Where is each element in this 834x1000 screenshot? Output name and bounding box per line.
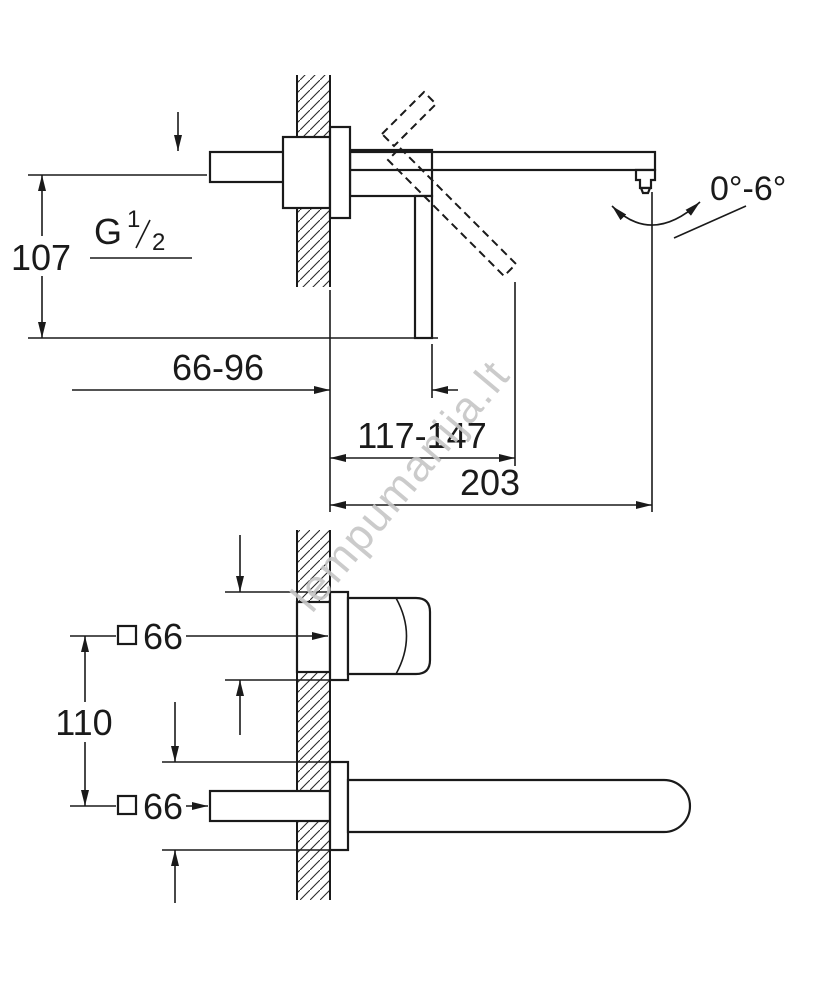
dim-107-label: 107 [11, 237, 71, 278]
angle-leader-line [673, 205, 747, 239]
aerator-nozzle [639, 186, 652, 195]
spout-escutcheon [328, 760, 350, 852]
thread-denominator: 2 [152, 229, 165, 256]
dim-107-mask [10, 236, 72, 276]
wall-plate-side [328, 125, 352, 220]
dim-110-mask [53, 702, 115, 742]
dim-203-label: 203 [460, 462, 520, 503]
spout-side [348, 150, 657, 172]
dim-110-label: 110 [55, 702, 112, 743]
square-symbol-icon [116, 794, 138, 816]
spout-front [346, 778, 692, 834]
dim-117-147-label: 117-147 [357, 415, 486, 456]
thread-numerator: 1 [127, 206, 140, 233]
lever-handle-dashed-up [380, 90, 438, 148]
thread-fraction-slash [135, 219, 151, 249]
concealed-body [281, 135, 332, 210]
thread-size-label: G 1 2 [90, 206, 192, 259]
handle-square-label: 66 [143, 616, 183, 657]
aerator [634, 168, 657, 190]
lever-handle-down [413, 194, 434, 340]
spout-concealed-supply [208, 789, 332, 823]
angle-arc [611, 201, 701, 226]
lever-handle-dashed-forward [386, 146, 518, 278]
dim-66-96-label: 66-96 [172, 347, 264, 388]
thread-prefix: G [94, 211, 122, 252]
front-view: 110 66 66 [53, 530, 692, 903]
square-symbol-icon [116, 624, 138, 646]
handle-knob [346, 596, 432, 676]
spout-square-label: 66 [143, 786, 183, 827]
handle-square-dimension: 66 [116, 616, 328, 657]
handle-escutcheon [328, 590, 350, 682]
angle-range-label: 0°-6° [710, 170, 786, 208]
side-view: 107 G 1 2 66-96 117-147 203 0°-6° [10, 75, 786, 512]
spout-square-dimension: 66 [116, 786, 208, 827]
handle-knob-curve [395, 597, 408, 675]
